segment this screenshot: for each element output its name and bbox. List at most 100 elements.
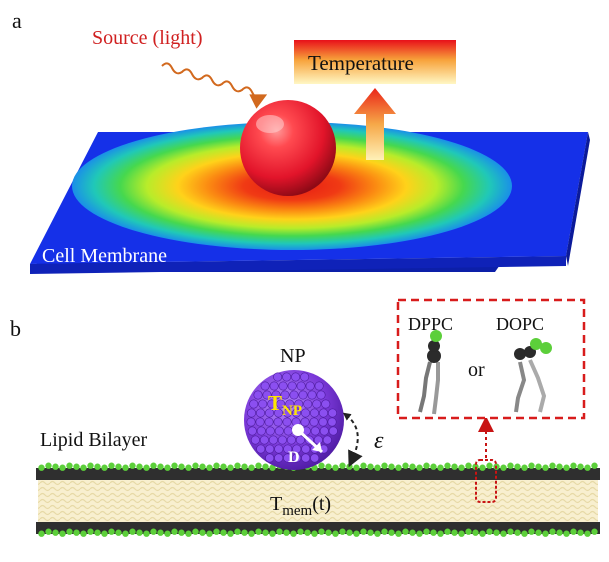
np-bead — [274, 444, 284, 454]
np-bead — [295, 435, 305, 445]
lipid-head-bead — [59, 464, 66, 471]
np-bead — [256, 408, 266, 418]
lipid-head-bead — [94, 529, 101, 536]
lipid-head-bead — [556, 529, 563, 536]
np-bead — [307, 390, 317, 400]
lipid-head-bead — [269, 530, 276, 537]
np-bead — [273, 372, 283, 382]
tmem-label: Tmem(t) — [270, 493, 331, 519]
lower-green-heads — [38, 528, 598, 537]
lipid-head-bead — [115, 463, 122, 470]
np-bead — [296, 381, 306, 391]
lipid-head-bead — [388, 463, 395, 470]
lipid-head-bead — [430, 463, 437, 470]
lipid-head-bead — [38, 464, 45, 471]
lipid-head-bead — [66, 462, 73, 469]
np-bead — [265, 408, 275, 418]
np-bead — [278, 381, 288, 391]
source-label: Source (light) — [92, 27, 203, 49]
np-label: NP — [280, 345, 306, 367]
lipid-head-bead — [73, 529, 80, 536]
lipid-head-bead — [45, 528, 52, 535]
d-label: D — [288, 449, 300, 466]
np-bead — [309, 417, 319, 427]
lipid-head-bead — [108, 462, 115, 469]
lipid-head-bead — [213, 528, 220, 535]
lipid-head-bead — [514, 463, 521, 470]
lipid-head-bead — [339, 462, 346, 469]
lipid-head-bead — [374, 530, 381, 537]
lipid-head-bead — [381, 462, 388, 469]
lipid-head-bead — [521, 464, 528, 471]
lipid-head-bead — [164, 464, 171, 471]
np-bead — [283, 453, 293, 463]
lipid-head-bead — [514, 529, 521, 536]
lipid-head-bead — [325, 463, 332, 470]
lipid-head-bead — [507, 528, 514, 535]
lipid-head-bead — [227, 530, 234, 537]
np-bead — [253, 390, 263, 400]
np-bead — [269, 381, 279, 391]
lipid-head-bead — [388, 529, 395, 536]
np-bead — [305, 381, 315, 391]
lipid-head-bead — [332, 530, 339, 537]
lipid-head-bead — [122, 530, 129, 537]
np-bead — [267, 399, 277, 409]
lipid-head-bead — [45, 462, 52, 469]
np-bead — [256, 444, 266, 454]
lipid-head-bead — [437, 530, 444, 537]
lipid-head-bead — [549, 462, 556, 469]
lipid-head-bead — [535, 463, 542, 470]
np-bead — [247, 426, 257, 436]
lipid-head-bead — [227, 464, 234, 471]
np-bead — [247, 408, 257, 418]
lipid-head-bead — [80, 530, 87, 537]
lipid-head-bead — [570, 462, 577, 469]
lipid-head-bead — [563, 530, 570, 537]
lipid-head-bead — [367, 529, 374, 536]
lipid-head-bead — [570, 528, 577, 535]
np-bead — [249, 399, 259, 409]
dopc-molecule — [514, 338, 552, 413]
lipid-head-bead — [150, 528, 157, 535]
np-bead — [260, 381, 270, 391]
lipid-head-bead — [52, 529, 59, 536]
lipid-head-bead — [94, 463, 101, 470]
panel-b: b Lipid Bilayer Tmem(t) NP TNP D — [10, 298, 600, 537]
lipid-head-bead — [213, 462, 220, 469]
lipid-head-bead — [171, 528, 178, 535]
lipid-head-bead — [332, 464, 339, 471]
lipid-head-bead — [185, 530, 192, 537]
lipid-head-bead — [269, 464, 276, 471]
np-bead — [283, 408, 293, 418]
lipid-head-bead — [206, 464, 213, 471]
np-bead — [291, 372, 301, 382]
lipid-head-bead — [458, 464, 465, 471]
np-bead — [292, 444, 302, 454]
np-bead — [316, 390, 326, 400]
nanoparticle-sphere — [240, 100, 336, 196]
lipid-head-bead — [465, 462, 472, 469]
np-bead — [313, 435, 323, 445]
panel-a-label: a — [12, 8, 22, 33]
lipid-head-bead — [451, 463, 458, 470]
lipid-head-bead — [416, 464, 423, 471]
lipid-head-bead — [73, 463, 80, 470]
lipid-head-bead — [542, 530, 549, 537]
lipid-head-bead — [437, 464, 444, 471]
np-bead — [328, 408, 338, 418]
tnp-label: TNP — [268, 391, 302, 419]
lipid-head-bead — [136, 463, 143, 470]
np-bead — [262, 390, 272, 400]
lipid-head-bead — [157, 529, 164, 536]
np-bead — [285, 399, 295, 409]
lipid-head-bead — [584, 530, 591, 537]
np-bead — [273, 417, 283, 427]
np-bead — [287, 381, 297, 391]
lipid-head-bead — [143, 464, 150, 471]
np-bead — [301, 453, 311, 463]
lipid-head-bead — [283, 529, 290, 536]
light-wave-arrow — [161, 62, 268, 109]
lipid-inset: DPPC DOPC or — [396, 298, 586, 420]
lipid-head-bead — [129, 528, 136, 535]
